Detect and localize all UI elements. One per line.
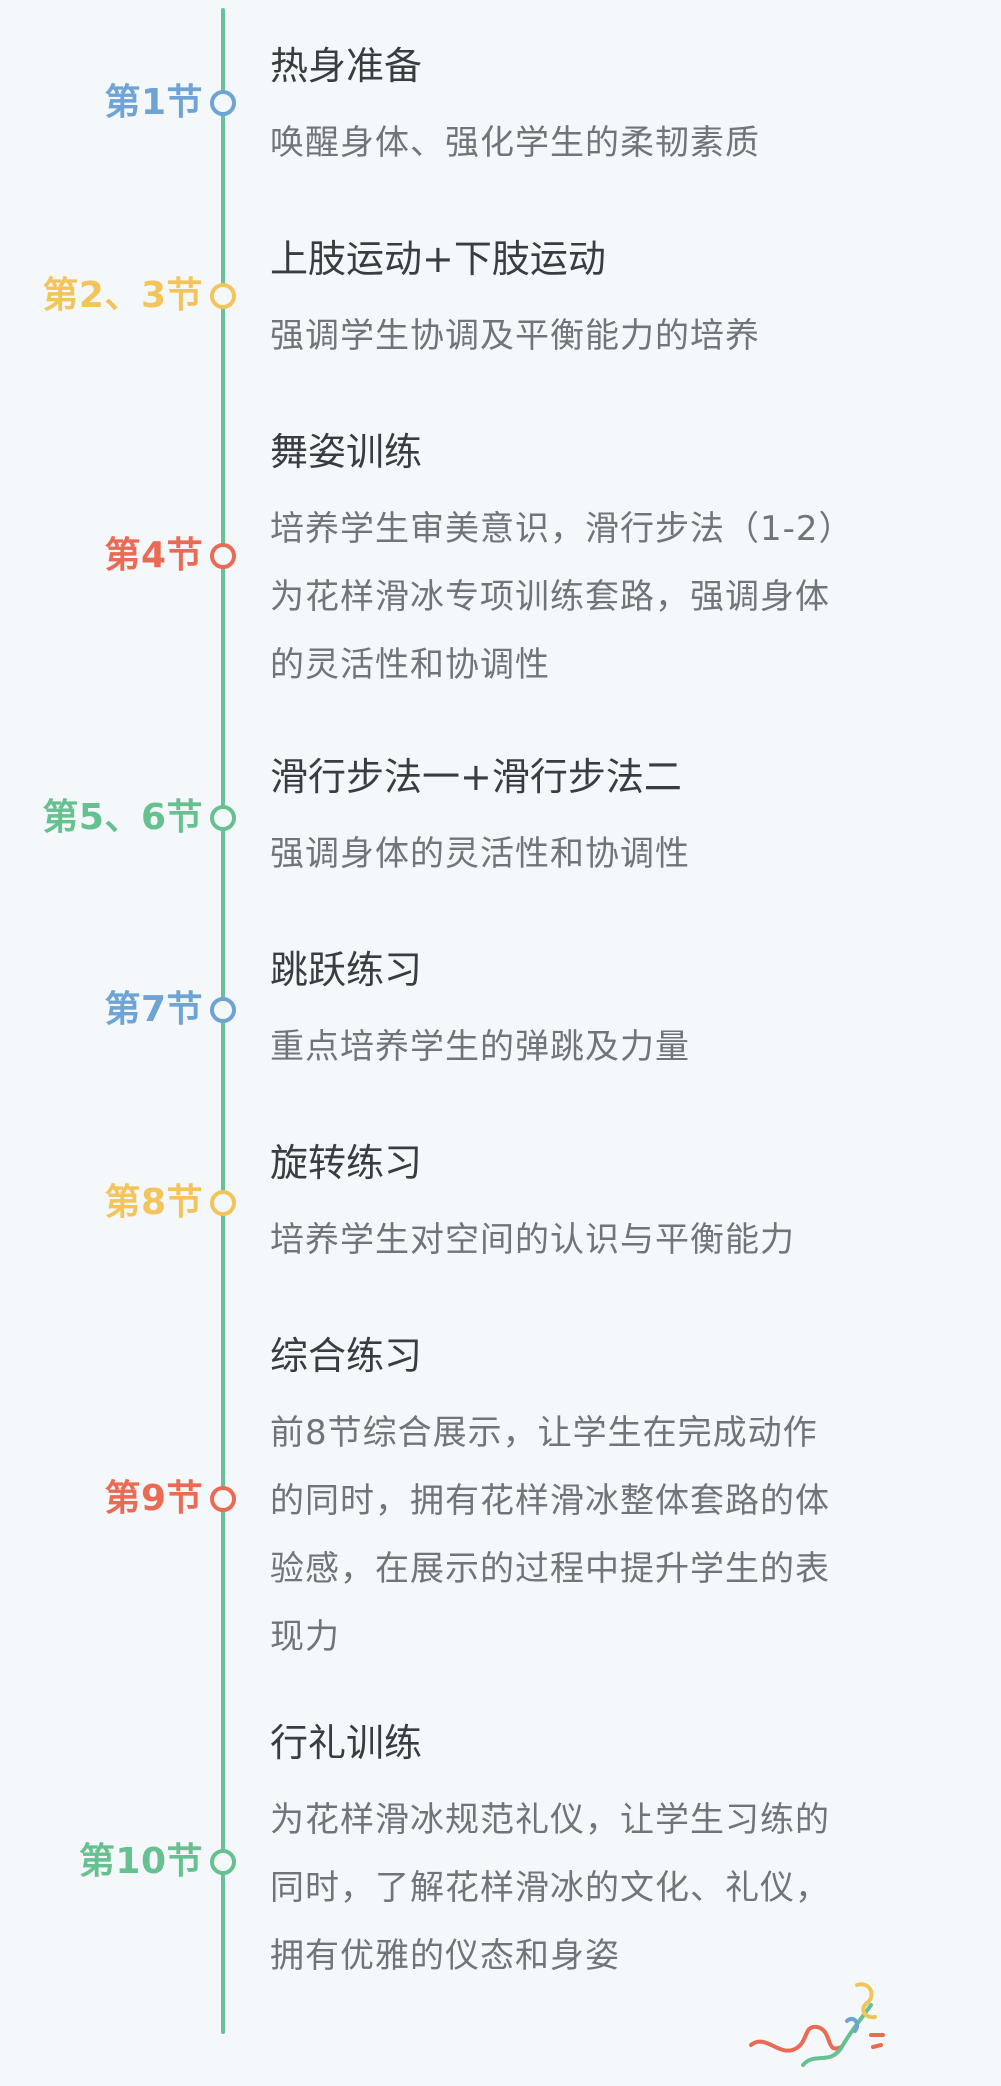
entry-title: 热身准备 [270, 44, 423, 88]
confetti-decoration [749, 1982, 885, 2067]
entry-title: 滑行步法一+滑行步法二 [270, 755, 682, 799]
description-line: 为花样滑冰规范礼仪，让学生习练的 [270, 1800, 830, 1840]
section-label: 第10节 [78, 1841, 203, 1882]
timeline-entry: 综合练习前8节综合展示，让学生在完成动作的同时，拥有花样滑冰整体套路的体验感，在… [270, 1330, 975, 1671]
section-label: 第9节 [104, 1478, 203, 1519]
entry-description: 为花样滑冰规范礼仪，让学生习练的同时，了解花样滑冰的文化、礼仪， 拥有优雅的仪态和… [270, 1786, 975, 1990]
entry-title: 行礼训练 [270, 1721, 423, 1765]
description-line: 的灵活性和协调性 [270, 645, 550, 685]
entry-description: 强调学生协调及平衡能力的培养 [270, 302, 975, 370]
timeline-node-circle [210, 1486, 236, 1512]
entry-description: 强调身体的灵活性和协调性 [270, 820, 975, 888]
timeline-entry: 舞姿训练培养学生审美意识，滑行步法（1-2） 为花样滑冰专项训练套路，强调身体的灵… [270, 426, 975, 699]
entry-description: 培养学生审美意识，滑行步法（1-2） 为花样滑冰专项训练套路，强调身体的灵活性和协… [270, 495, 975, 699]
entry-description: 培养学生对空间的认识与平衡能力 [270, 1206, 975, 1274]
entry-title: 舞姿训练 [270, 430, 423, 474]
description-line: 培养学生审美意识，滑行步法（1-2） [270, 509, 854, 549]
timeline-node-circle [210, 283, 236, 309]
description-line: 前8节综合展示，让学生在完成动作 [270, 1413, 818, 1453]
timeline-node-circle [210, 805, 236, 831]
section-label: 第8节 [104, 1182, 203, 1223]
section-label: 第5、6节 [42, 797, 203, 838]
description-line: 验感，在展示的过程中提升学生的表 [270, 1549, 830, 1589]
entry-title: 跳跃练习 [270, 948, 423, 992]
description-line: 强调学生协调及平衡能力的培养 [270, 316, 760, 356]
timeline-entry: 旋转练习培养学生对空间的认识与平衡能力 [270, 1137, 975, 1274]
description-line: 唤醒身体、强化学生的柔韧素质 [270, 123, 760, 163]
timeline-entry: 滑行步法一+滑行步法二强调身体的灵活性和协调性 [270, 751, 975, 888]
entry-description: 重点培养学生的弹跳及力量 [270, 1013, 975, 1081]
entry-title: 综合练习 [270, 1334, 423, 1378]
timeline-node-circle [210, 997, 236, 1023]
description-line: 强调身体的灵活性和协调性 [270, 834, 690, 874]
timeline-entry: 跳跃练习重点培养学生的弹跳及力量 [270, 944, 975, 1081]
section-label: 第7节 [104, 989, 203, 1030]
description-line: 现力 [270, 1617, 340, 1657]
entry-description: 前8节综合展示，让学生在完成动作的同时，拥有花样滑冰整体套路的体验感，在展示的过… [270, 1399, 975, 1671]
description-line: 重点培养学生的弹跳及力量 [270, 1027, 690, 1067]
description-line: 的同时，拥有花样滑冰整体套路的体 [270, 1481, 830, 1521]
timeline-node-circle [210, 1190, 236, 1216]
section-label: 第4节 [104, 535, 203, 576]
section-label: 第2、3节 [42, 275, 203, 316]
timeline-node-circle [210, 543, 236, 569]
timeline-entry: 热身准备唤醒身体、强化学生的柔韧素质 [270, 40, 975, 177]
timeline-node-circle [210, 90, 236, 116]
timeline-entry: 上肢运动+下肢运动强调学生协调及平衡能力的培养 [270, 233, 975, 370]
entry-title: 上肢运动+下肢运动 [270, 237, 606, 281]
entry-description: 唤醒身体、强化学生的柔韧素质 [270, 109, 975, 177]
description-line: 拥有优雅的仪态和身姿 [270, 1936, 620, 1976]
timeline-entry: 行礼训练为花样滑冰规范礼仪，让学生习练的同时，了解花样滑冰的文化、礼仪， 拥有优雅… [270, 1717, 975, 1990]
description-line: 为花样滑冰专项训练套路，强调身体 [270, 577, 830, 617]
description-line: 同时，了解花样滑冰的文化、礼仪， [270, 1868, 830, 1908]
section-label: 第1节 [104, 82, 203, 123]
entry-title: 旋转练习 [270, 1141, 423, 1185]
description-line: 培养学生对空间的认识与平衡能力 [270, 1220, 795, 1260]
timeline-node-circle [210, 1849, 236, 1875]
